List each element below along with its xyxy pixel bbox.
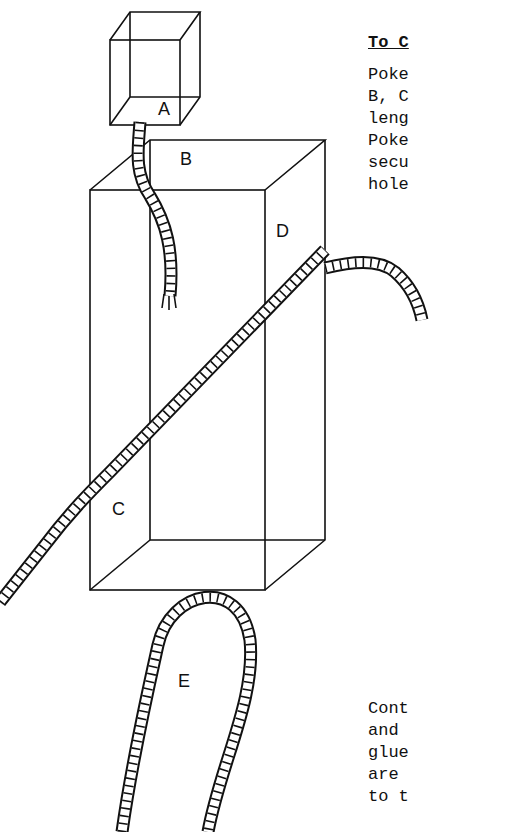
part-letter: C: [112, 500, 125, 518]
part-letter: E: [178, 672, 190, 690]
part-letter: A: [158, 100, 170, 118]
instruction-text: Cont: [368, 700, 409, 717]
instruction-text: to t: [368, 788, 409, 805]
instruction-text: secu: [368, 154, 409, 171]
pipe-cleaners: [0, 122, 422, 832]
instruction-text: and: [368, 722, 399, 739]
part-letter: B: [180, 150, 192, 168]
instruction-text: hole: [368, 176, 409, 193]
instruction-text: Poke: [368, 66, 409, 83]
instruction-text: leng: [368, 110, 409, 127]
instruction-text: B, C: [368, 88, 409, 105]
part-letter: D: [276, 222, 289, 240]
instruction-text: are: [368, 766, 399, 783]
instruction-heading: To C: [368, 34, 409, 51]
instruction-text: glue: [368, 744, 409, 761]
head-box: [110, 12, 200, 125]
instruction-text: Poke: [368, 132, 409, 149]
